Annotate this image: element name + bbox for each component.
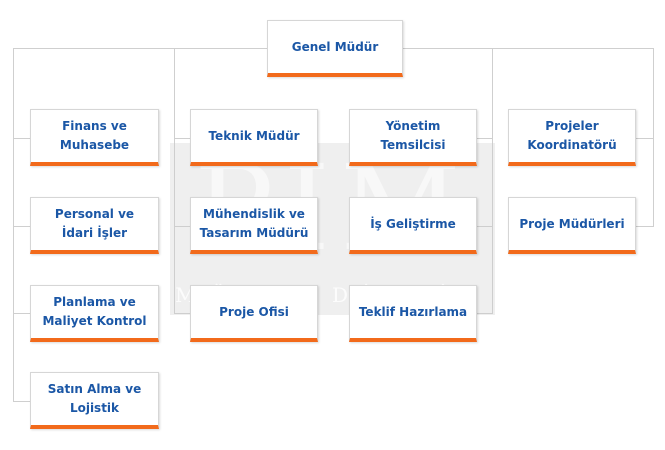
node-label: Mühendislik ve Tasarım Müdürü [199, 207, 309, 240]
node-label: Satın Alma ve Lojistik [47, 382, 142, 415]
connector-branch [13, 313, 30, 314]
node-label: Yönetim Temsilcisi [380, 119, 446, 152]
connector-col1-vertical [13, 48, 14, 402]
node-label: Genel Müdür [291, 39, 379, 54]
node-label: Personal ve İdari İşler [54, 207, 135, 240]
node-label: İş Geliştirme [370, 216, 456, 231]
node-yonetim-temsilcisi[interactable]: Yönetim Temsilcisi [349, 109, 477, 166]
connector-col4-vertical [653, 48, 654, 226]
node-teknik-mudur[interactable]: Teknik Müdür [190, 109, 318, 166]
node-planlama-ve-maliyet-kontrol[interactable]: Planlama ve Maliyet Kontrol [30, 285, 159, 342]
node-proje-ofisi[interactable]: Proje Ofisi [190, 285, 318, 342]
connector-branch [477, 313, 493, 314]
node-personel-ve-idari-isler[interactable]: Personal ve İdari İşler [30, 197, 159, 254]
connector-branch [174, 313, 190, 314]
node-label: Projeler Koordinatörü [527, 119, 617, 152]
connector-branch [174, 226, 190, 227]
node-label: Teklif Hazırlama [358, 304, 468, 319]
node-label: Teknik Müdür [208, 128, 300, 143]
node-genel-mudur[interactable]: Genel Müdür [267, 20, 403, 77]
node-label: Planlama ve Maliyet Kontrol [42, 295, 147, 328]
connector-branch [477, 226, 493, 227]
connector-branch [13, 401, 30, 402]
connector-branch [174, 138, 190, 139]
node-satin-alma-ve-lojistik[interactable]: Satın Alma ve Lojistik [30, 372, 159, 429]
node-label: Proje Müdürleri [519, 216, 625, 231]
node-label: Proje Ofisi [219, 304, 289, 319]
node-is-gelistirme[interactable]: İş Geliştirme [349, 197, 477, 254]
node-label: Finans ve Muhasebe [59, 119, 130, 152]
connector-branch [477, 138, 493, 139]
connector-branch [13, 226, 30, 227]
node-teklif-hazirlama[interactable]: Teklif Hazırlama [349, 285, 477, 342]
connector-branch [636, 226, 654, 227]
node-proje-mudurleri[interactable]: Proje Müdürleri [508, 197, 636, 254]
connector-branch [13, 138, 30, 139]
node-projeler-koordinatoru[interactable]: Projeler Koordinatörü [508, 109, 636, 166]
node-muhendislik-ve-tasarim-muduru[interactable]: Mühendislik ve Tasarım Müdürü [190, 197, 318, 254]
connector-branch [636, 138, 654, 139]
node-finans-ve-muhasebe[interactable]: Finans ve Muhasebe [30, 109, 159, 166]
connector-col3-vertical [492, 48, 493, 314]
connector-col2-vertical [174, 48, 175, 314]
